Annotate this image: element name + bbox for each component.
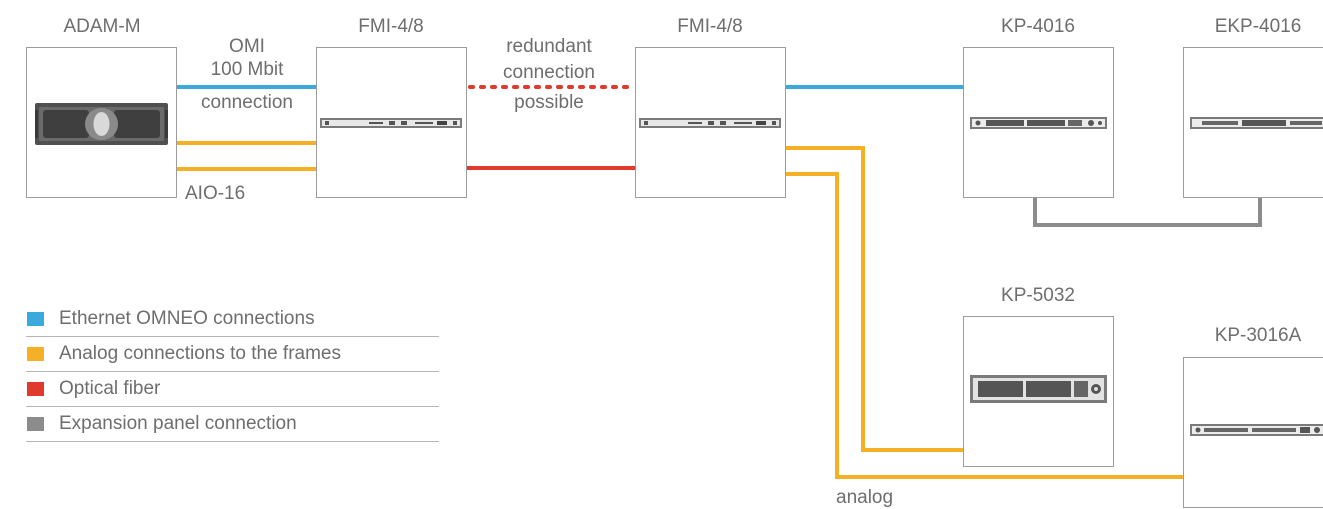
analog-swatch-icon — [27, 347, 44, 361]
kp-3016a-label: KP-3016A — [1214, 325, 1302, 346]
ekp-4016-panel-icon — [1190, 117, 1323, 129]
legend-label: Expansion panel connection — [59, 413, 297, 434]
ekp-4016-label: EKP-4016 — [1214, 16, 1302, 37]
analog-line-fmi-kp5032 — [785, 146, 963, 452]
redundant-label-line1: redundant — [506, 36, 592, 57]
legend-label: Optical fiber — [59, 378, 161, 399]
kp-4016-panel-icon — [970, 117, 1107, 129]
expansion-line-kp4016-ekp4016 — [1033, 198, 1262, 227]
ethernet-swatch-icon — [27, 312, 44, 326]
omi-label-line2: 100 Mbit — [210, 59, 284, 80]
legend: Ethernet OMNEO connections Analog connec… — [26, 302, 439, 442]
omi-label-line1: OMI — [229, 36, 265, 57]
fmi-right-label: FMI-4/8 — [677, 16, 743, 37]
omi-label-line3: connection — [201, 92, 293, 113]
fmi-right-frame-icon — [639, 118, 781, 128]
redundant-label-line3: possible — [514, 92, 584, 113]
kp-5032-panel-icon — [970, 375, 1107, 403]
fmi-left-frame-icon — [320, 118, 462, 128]
legend-item-optical: Optical fiber — [26, 372, 439, 407]
legend-item-analog: Analog connections to the frames — [26, 337, 439, 372]
fmi-left-box — [316, 47, 467, 198]
aio-16-label: AIO-16 — [185, 183, 246, 204]
kp-4016-box — [963, 47, 1114, 198]
ekp-4016-box — [1183, 47, 1323, 198]
adam-m-frame-icon — [35, 103, 168, 145]
adam-m-label: ADAM-M — [63, 16, 141, 37]
fmi-right-box — [635, 47, 786, 198]
legend-item-expansion: Expansion panel connection — [26, 407, 439, 442]
expansion-swatch-icon — [27, 417, 44, 431]
optical-swatch-icon — [27, 382, 44, 396]
legend-label: Ethernet OMNEO connections — [59, 308, 315, 329]
kp-3016a-panel-icon — [1190, 424, 1323, 436]
legend-label: Analog connections to the frames — [59, 343, 342, 364]
analog-line-fmi-kp3016a — [785, 172, 1183, 479]
kp-5032-label: KP-5032 — [1001, 285, 1075, 306]
redundant-label-line2: connection — [503, 62, 595, 83]
kp-4016-label: KP-4016 — [1001, 16, 1075, 37]
analog-label: analog — [836, 487, 894, 508]
fmi-left-label: FMI-4/8 — [358, 16, 424, 37]
legend-item-ethernet: Ethernet OMNEO connections — [26, 302, 439, 337]
kp-3016a-box — [1183, 357, 1323, 508]
adam-m-box — [26, 47, 177, 198]
kp-5032-box — [963, 316, 1114, 467]
